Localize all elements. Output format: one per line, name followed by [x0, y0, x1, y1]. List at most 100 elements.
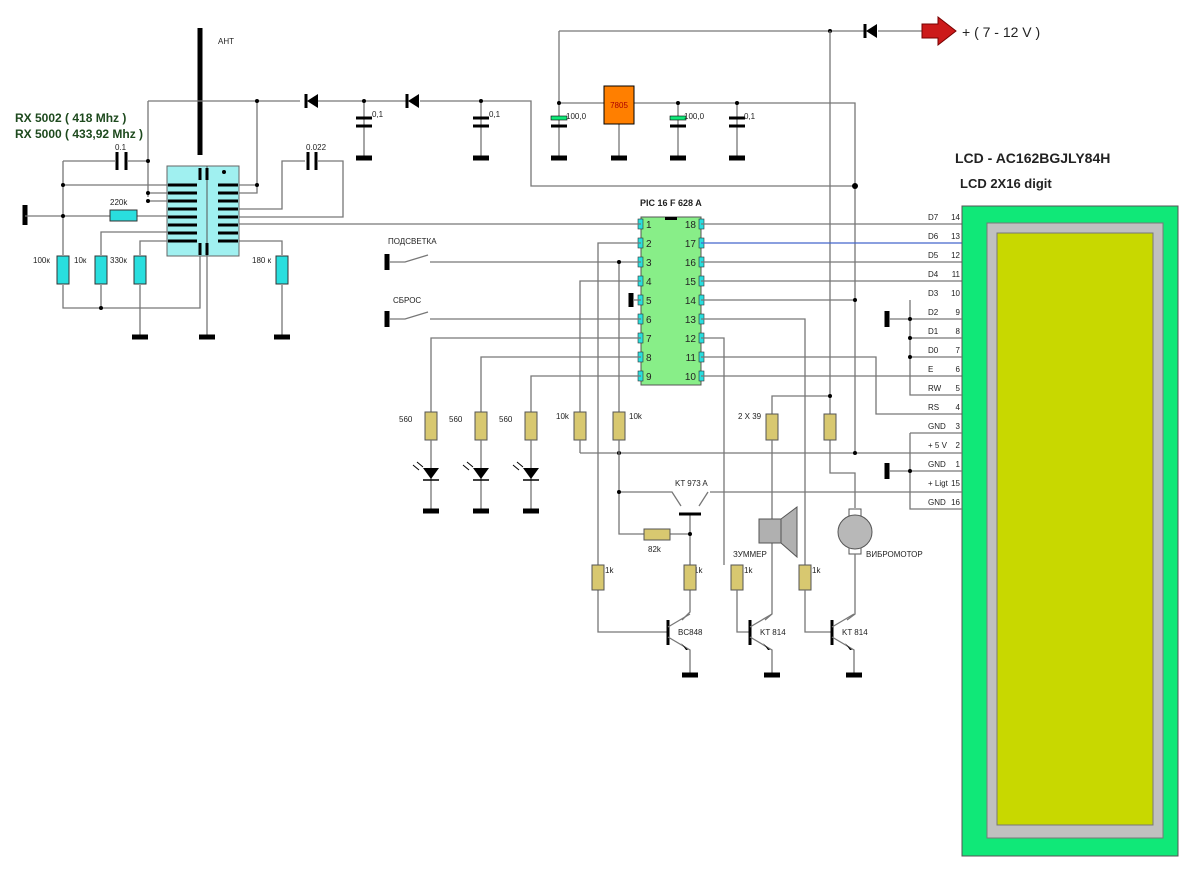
led-icon	[523, 468, 539, 479]
lcd-subtitle: LCD 2X16 digit	[960, 176, 1052, 191]
resistor-560	[474, 411, 488, 441]
resistor-10k	[94, 255, 108, 285]
switch-reset[interactable]	[384, 311, 429, 327]
pic-pin-number: 7	[646, 334, 652, 345]
buzzer-icon	[758, 506, 798, 559]
resistor-560	[524, 411, 538, 441]
power-input-arrow-icon	[921, 15, 957, 47]
lcd-pin-number: 3	[956, 422, 961, 431]
led-icon	[423, 468, 439, 479]
pic-pin-number: 1	[646, 220, 652, 231]
lcd-pin-name: D0	[928, 346, 939, 355]
pic-pin-number: 4	[646, 277, 652, 288]
resistor-motor	[823, 413, 837, 441]
lcd-pin-name: GND	[928, 422, 946, 431]
capacitor-power-3	[550, 103, 568, 161]
pic-pin-number: 2	[646, 239, 652, 250]
lcd-pin-number: 1	[956, 460, 961, 469]
label-560: 560	[449, 415, 463, 424]
label-c-out2: 0,1	[744, 112, 756, 121]
mcu-title: PIC 16 F 628 A	[640, 198, 702, 208]
regulator-label: 7805	[610, 101, 628, 110]
label-c-a: 0,1	[372, 110, 384, 119]
switch-reset-label: СБРОС	[393, 296, 421, 305]
led-indicator: 560	[449, 411, 489, 514]
pic-pin-number: 15	[685, 277, 697, 288]
lcd-title: LCD - AC162BGJLY84H	[955, 150, 1110, 166]
pic-pin-number: 17	[685, 239, 697, 250]
capacitor-power-1	[356, 103, 372, 161]
receiver-module	[166, 165, 240, 257]
lcd-display	[961, 205, 1179, 857]
label-10k: 10к	[74, 256, 87, 265]
label-2x39: 2 X 39	[738, 412, 762, 421]
lcd-pin-number: 15	[951, 479, 960, 488]
lcd-pin-name: D2	[928, 308, 939, 317]
pic-pin-number: 5	[646, 296, 652, 307]
label-c2: 0.022	[306, 143, 327, 152]
resistor-1k	[730, 564, 744, 591]
lcd-pin-name: D3	[928, 289, 939, 298]
receiver-model-2: RX 5000 ( 433,92 Mhz )	[15, 127, 143, 141]
label-10k-b: 10k	[629, 412, 643, 421]
led-indicator: 560	[399, 411, 439, 514]
lcd-pin-number: 2	[956, 441, 961, 450]
label-82k: 82k	[648, 545, 662, 554]
capacitor-0.022	[306, 152, 318, 170]
lcd-pin-number: 9	[956, 308, 961, 317]
lcd-pin-number: 13	[951, 232, 960, 241]
label-c-out: 100,0	[684, 112, 705, 121]
label-1k: 1k	[744, 566, 753, 575]
pic-pin-number: 9	[646, 372, 652, 383]
lcd-pin-name: GND	[928, 498, 946, 507]
capacitor-power-5	[729, 103, 745, 161]
label-1k: 1k	[605, 566, 614, 575]
resistor-220k	[109, 209, 138, 222]
pic-pin-number: 16	[685, 258, 697, 269]
label-180k: 180 к	[252, 256, 272, 265]
resistor-10k-a	[573, 411, 587, 441]
resistor-1k	[591, 564, 605, 591]
lcd-pin-number: 5	[956, 384, 961, 393]
pic-pin-number: 11	[686, 353, 697, 364]
capacitor-power-4	[669, 103, 687, 161]
resistor-560	[424, 411, 438, 441]
pic-pin-number: 3	[646, 258, 652, 269]
lcd-pin-number: 7	[956, 346, 961, 355]
regulator-7805	[603, 85, 635, 125]
motor-label: ВИБРОМОТОР	[866, 550, 923, 559]
lcd-pin-number: 16	[951, 498, 960, 507]
pic-pin-number: 18	[685, 220, 697, 231]
antenna-label: АНТ	[218, 37, 234, 46]
lcd-pin-name: D7	[928, 213, 939, 222]
resistor-82k	[643, 528, 671, 541]
label-10k-a: 10k	[556, 412, 570, 421]
label-c-in: 100,0	[566, 112, 587, 121]
motor-icon	[837, 508, 873, 555]
lcd-pin-number: 11	[952, 270, 961, 279]
lcd-pin-number: 10	[951, 289, 960, 298]
switch-backlight[interactable]	[384, 254, 429, 270]
lcd-pin-name: RW	[928, 384, 942, 393]
lcd-pin-number: 14	[951, 213, 960, 222]
lcd-pin-name: D5	[928, 251, 939, 260]
pic-pin-number: 13	[685, 315, 697, 326]
diode-2	[408, 94, 419, 108]
supply-label: + ( 7 - 12 V )	[962, 24, 1040, 40]
lcd-pin-number: 12	[951, 251, 960, 260]
lcd-pin-name: + 5 V	[928, 441, 948, 450]
pic-pin-number: 14	[685, 296, 697, 307]
pic-pin-number: 6	[646, 315, 652, 326]
resistor-10k-b	[612, 411, 626, 441]
label-560: 560	[399, 415, 413, 424]
lcd-pin-name: E	[928, 365, 933, 374]
lcd-pin-name: RS	[928, 403, 939, 412]
receiver-model-1: RX 5002 ( 418 Mhz )	[15, 111, 126, 125]
lcd-pin-name: + Ligt	[928, 479, 949, 488]
resistor-2x39	[765, 413, 779, 441]
